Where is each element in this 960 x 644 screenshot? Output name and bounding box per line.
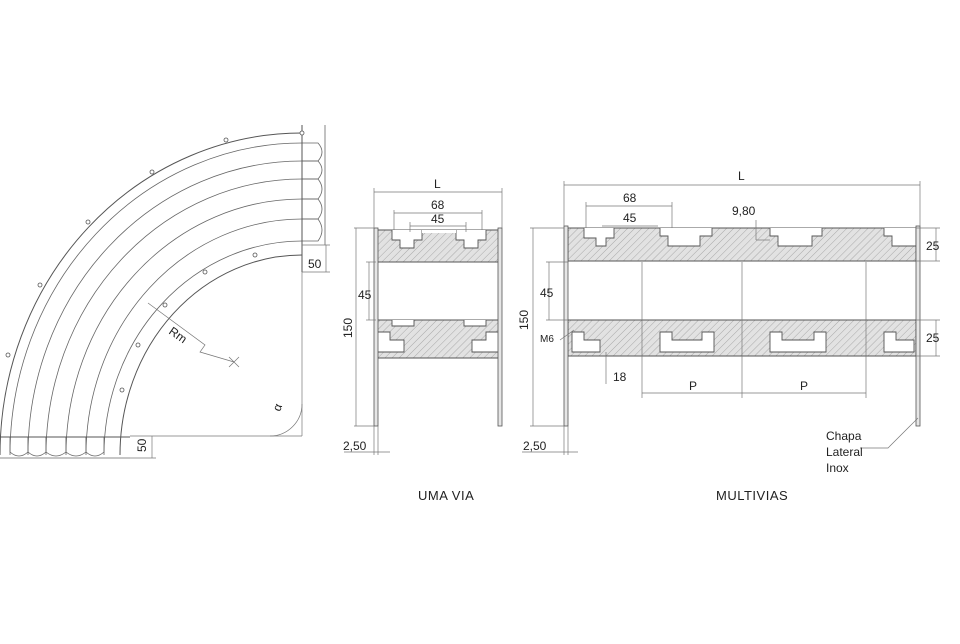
multi-dim-25-top: 25 [926,239,940,253]
single-dim-L: L [434,177,441,191]
curve-view: 50 50 Rm α [0,125,330,459]
single-dim-plate: 2,50 [343,439,367,453]
single-dim-45-gap: 45 [358,288,372,302]
single-dim-45-slot: 45 [431,212,445,226]
curve-bolt-dots [5,130,305,393]
multi-dim-45-slot: 45 [623,211,637,225]
multi-lane-section: L 68 45 9,80 25 25 45 150 M6 18 P P 2,50… [517,169,940,503]
angle-label: α [270,402,286,413]
curve-arcs [0,132,303,456]
multi-dim-45-gap: 45 [540,286,554,300]
multi-dim-pitch-1: P [689,379,697,393]
radius-label: Rm [166,324,189,346]
multi-dim-offset: 9,80 [732,204,756,218]
multi-left-plate [563,225,569,427]
curve-top-lane-ends [301,125,326,272]
note-line-3: Inox [826,461,849,475]
multi-dim-25-bottom: 25 [926,331,940,345]
multi-lane-title: MULTIVIAS [716,488,788,503]
dim-curve-top-right: 50 [308,257,322,271]
multi-dim-18: 18 [613,370,627,384]
single-dim-150: 150 [341,318,355,338]
multi-dim-L: L [738,169,745,183]
note-line-1: Chapa [826,429,862,443]
single-lane-title: UMA VIA [418,488,474,503]
single-left-plate [373,227,379,427]
multi-dim-bolt: M6 [540,334,554,345]
multi-dim-plate: 2,50 [523,439,547,453]
multi-dim-68: 68 [623,191,637,205]
note-line-2: Lateral [826,445,863,459]
multi-dim-150: 150 [517,310,531,330]
curve-bottom-lane-ends [0,436,130,459]
multi-right-plate [915,225,921,427]
single-dim-68: 68 [431,198,445,212]
multi-dim-pitch-2: P [800,379,808,393]
single-right-plate [497,227,503,427]
dim-curve-bottom: 50 [135,438,149,452]
single-lane-section: L 68 45 45 150 2,50 UMA VIA [341,177,503,503]
